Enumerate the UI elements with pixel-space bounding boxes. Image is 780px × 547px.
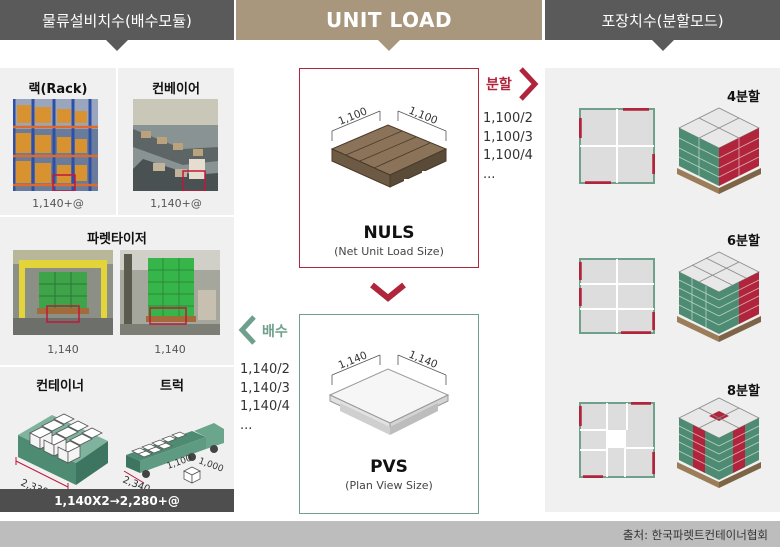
palletizer-title: 파렛타이저 bbox=[87, 232, 147, 247]
multiple-size: 1,140/3 bbox=[240, 380, 290, 396]
rack-caption: 1,140+@ bbox=[32, 197, 84, 210]
header-notch bbox=[106, 40, 128, 51]
container-title: 컨테이너 bbox=[36, 379, 84, 394]
four-way-stack bbox=[677, 107, 761, 194]
pvs-dim-left: 1,140 bbox=[337, 349, 369, 371]
chevron-left-icon bbox=[238, 315, 256, 345]
container-illustration: 2,330 bbox=[15, 413, 108, 489]
pvs-title: PVS bbox=[370, 457, 408, 477]
equipment-panel: 랙(Rack) 1,140+@ 컨베이어 bbox=[0, 68, 234, 512]
pvs-pallet-icon: 1,140 1,140 bbox=[328, 349, 450, 435]
equipment-footer: 1,140X2→2,280+@ bbox=[0, 489, 234, 512]
truck-title: 트럭 bbox=[160, 379, 184, 394]
palletizer-caption-right: 1,140 bbox=[154, 343, 186, 356]
pvs-box: 1,140 1,140 PVS (Plan View Size) bbox=[299, 314, 479, 514]
division-label: 분할 bbox=[486, 77, 512, 93]
source-bar: 출처: 한국파렛트컨테이너협회 bbox=[0, 521, 780, 547]
divider bbox=[116, 68, 118, 215]
nuls-dim-right: 1,100 bbox=[407, 105, 439, 127]
conveyor-photo bbox=[133, 99, 218, 191]
four-way-plan bbox=[579, 108, 655, 184]
palletizer-photo-right bbox=[120, 250, 220, 335]
mode-4-label: 4분할 bbox=[727, 90, 760, 105]
mode-6-label: 6분할 bbox=[727, 234, 760, 249]
eight-way-stack bbox=[677, 397, 761, 488]
eight-way-plan bbox=[579, 402, 655, 478]
division-size: 1,100/4 bbox=[483, 148, 533, 163]
header-notch bbox=[652, 40, 674, 51]
conveyor-caption: 1,140+@ bbox=[150, 197, 202, 210]
header-unit-load: UNIT LOAD bbox=[236, 0, 542, 40]
nuls-subtitle: (Net Unit Load Size) bbox=[334, 245, 444, 258]
chevron-down-icon bbox=[370, 282, 406, 302]
pvs-subtitle: (Plan View Size) bbox=[345, 479, 433, 492]
truck-dim-b-label: 1,000 bbox=[197, 456, 225, 474]
header-packaging-dimensions: 포장치수(분할모드) bbox=[545, 0, 780, 40]
chevron-right-icon bbox=[519, 67, 539, 101]
multiple-label: 배수 bbox=[262, 324, 288, 340]
division-size: ... bbox=[483, 166, 496, 182]
packaging-panel: 4분할 6분할 8분할 bbox=[545, 68, 780, 512]
division-size: 1,100/2 bbox=[483, 111, 533, 126]
palletizer-caption-left: 1,140 bbox=[47, 343, 79, 356]
container-dim-label: 2,330 bbox=[19, 478, 50, 489]
multiple-sizes: 1,140/2 1,140/3 1,140/4 ... bbox=[240, 361, 290, 435]
six-way-stack bbox=[677, 251, 761, 342]
rack-title: 랙(Rack) bbox=[28, 82, 88, 97]
conveyor-title: 컨베이어 bbox=[152, 82, 200, 97]
header-equipment-dimensions: 물류설비치수(배수모듈) bbox=[0, 0, 234, 40]
nuls-dim-left: 1,100 bbox=[337, 105, 369, 127]
palletizer-photo-left bbox=[13, 250, 113, 335]
header-notch bbox=[378, 40, 400, 51]
rack-photo bbox=[13, 99, 98, 191]
pvs-dim-right: 1,140 bbox=[407, 349, 439, 371]
nuls-box: 1,100 1,100 NULS (Net Unit Load Size) bbox=[299, 68, 479, 268]
mode-8-label: 8분할 bbox=[727, 384, 760, 399]
multiple-size: 1,140/2 bbox=[240, 362, 290, 377]
six-way-plan bbox=[579, 258, 655, 334]
divider bbox=[0, 365, 234, 367]
container-truck-illustration: 2,330 2,340 1,100 1,000 bbox=[15, 413, 225, 489]
truck-illustration: 2,340 1,100 1,000 bbox=[121, 423, 225, 489]
multiple-size: 1,140/4 bbox=[240, 399, 290, 414]
division-sizes: 1,100/2 1,100/3 1,100/4 ... bbox=[483, 110, 533, 184]
divider bbox=[0, 215, 234, 217]
source-text: 출처: 한국파렛트컨테이너협회 bbox=[622, 528, 768, 542]
multiple-size: ... bbox=[240, 417, 253, 433]
nuls-title: NULS bbox=[363, 223, 415, 243]
division-size: 1,100/3 bbox=[483, 129, 533, 145]
nuls-pallet-icon: 1,100 1,100 bbox=[330, 105, 448, 188]
